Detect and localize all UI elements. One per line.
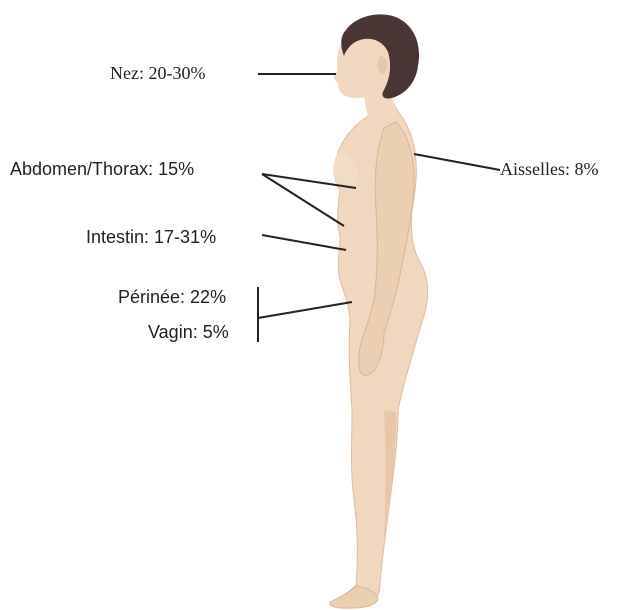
label-perinee: Périnée: 22% (118, 288, 226, 306)
label-intestin: Intestin: 17-31% (86, 228, 216, 246)
label-aisselles: Aisselles: 8% (500, 160, 599, 178)
body-silhouette (330, 84, 428, 608)
label-abdomen-thorax: Abdomen/Thorax: 15% (10, 160, 194, 178)
abdomen-leader-lower (262, 174, 344, 226)
head (334, 14, 419, 98)
label-vagin: Vagin: 5% (148, 323, 229, 341)
intestin-leader (262, 235, 346, 250)
perineum-vagina-leader (258, 302, 352, 318)
aisselles-leader (414, 154, 500, 170)
label-nez: Nez: 20-30% (110, 64, 205, 82)
